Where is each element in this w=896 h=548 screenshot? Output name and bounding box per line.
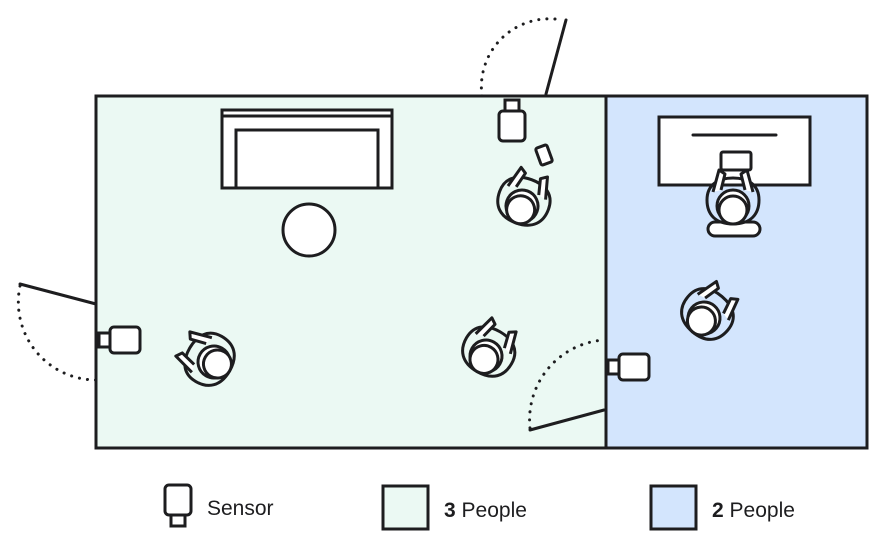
legend-blue-text: 2 People (712, 499, 795, 522)
legend-green-swatch (381, 484, 430, 531)
door-left (16, 282, 98, 382)
legend-blue-count: 2 (712, 499, 724, 522)
door-middle (528, 338, 606, 432)
legend-green-label: People (462, 499, 527, 522)
desk-icon (657, 115, 812, 187)
legend-blue-label: People (730, 499, 795, 522)
round-table-icon (281, 202, 337, 258)
sofa-icon (220, 108, 394, 190)
legend-green-count: 3 (444, 499, 456, 522)
phone-icon (534, 143, 554, 167)
door-top (479, 17, 568, 98)
legend-blue-swatch (649, 484, 698, 531)
legend-sensor-icon (163, 483, 193, 528)
legend-sensor-label: Sensor (207, 497, 274, 520)
legend-green-text: 3 People (444, 499, 527, 522)
legend: Sensor 3 People 2 People (163, 483, 795, 531)
